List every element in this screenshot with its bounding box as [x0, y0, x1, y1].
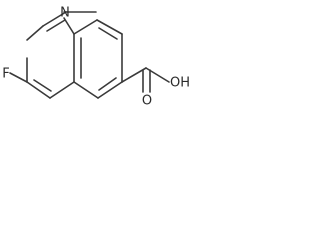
- structure-canvas: N F O OH: [2, 6, 190, 109]
- atom-hydroxyl-label: OH: [170, 76, 190, 91]
- atom-carbonyl-oxygen-label: O: [142, 94, 152, 109]
- bond-c6-cooh: [121, 67, 147, 83]
- bond-c4-c4a: [26, 81, 51, 99]
- bond-c6-c5: [97, 81, 123, 99]
- bond-c8-c7-inner: [98, 27, 118, 40]
- bond-c6-c5-inner: [98, 77, 117, 91]
- bond-n-c8a: [63, 17, 75, 35]
- quinoline-structure: N F O OH: [2, 6, 190, 109]
- bond-c5-c4a: [73, 81, 99, 99]
- bond-c4a-c5: [49, 81, 75, 99]
- bond-c2-c3: [26, 25, 44, 41]
- bond-n1-c8a: [42, 11, 67, 27]
- bond-n1-c8a-inner: [46, 19, 66, 32]
- bond-c8-c7: [96, 19, 123, 35]
- bond-c8a-c8: [73, 19, 98, 35]
- bond-c4-c4a-inner: [33, 79, 52, 92]
- atom-nitrogen-label: N: [60, 6, 70, 21]
- bond-c3-f: [9, 72, 28, 83]
- atom-fluorine-label: F: [2, 67, 9, 82]
